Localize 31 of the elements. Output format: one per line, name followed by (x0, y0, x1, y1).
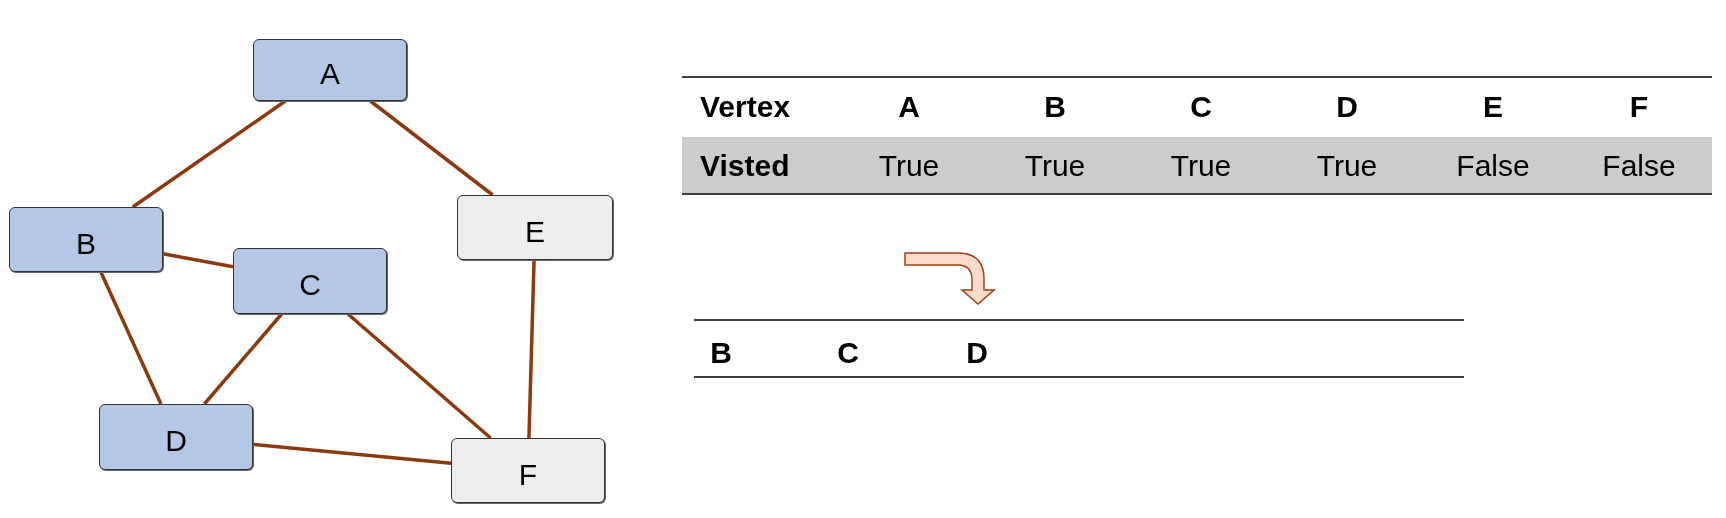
row-header: Vertex (699, 88, 792, 125)
table-cell-text: D (1335, 88, 1359, 125)
connector-line (99, 271, 163, 405)
vertex-box: E (457, 195, 613, 260)
queue-item: B (709, 335, 733, 371)
table-cell-text: F (1628, 88, 1650, 125)
table-cell-text: A (897, 88, 921, 125)
table-cell-text: True (877, 147, 941, 184)
connector-line (162, 252, 234, 269)
table-cell-text: E (1482, 88, 1504, 125)
vertex-box: A (253, 39, 407, 101)
vertex-box: D (99, 404, 253, 470)
connector-line (527, 259, 536, 439)
connector-line (131, 99, 287, 209)
queue-item: D (965, 335, 989, 371)
vertex-box: C (233, 248, 387, 314)
table-cell-text: True (1023, 147, 1087, 184)
table-cell-text: True (1169, 147, 1233, 184)
queue-item: C (836, 335, 860, 371)
table-cell-text: True (1315, 147, 1379, 184)
vertex-box: F (451, 438, 605, 503)
table-cell-text: False (1601, 147, 1677, 184)
connector-line (252, 442, 452, 465)
vertex-box: B (9, 207, 163, 272)
table-cell-text: B (1043, 88, 1067, 125)
row-header: Visted (699, 147, 791, 184)
table-cell-text: C (1189, 88, 1213, 125)
connector-line (203, 312, 283, 406)
table-cell-text: False (1455, 147, 1531, 184)
connector-line (346, 312, 492, 440)
connector-line (369, 99, 494, 197)
